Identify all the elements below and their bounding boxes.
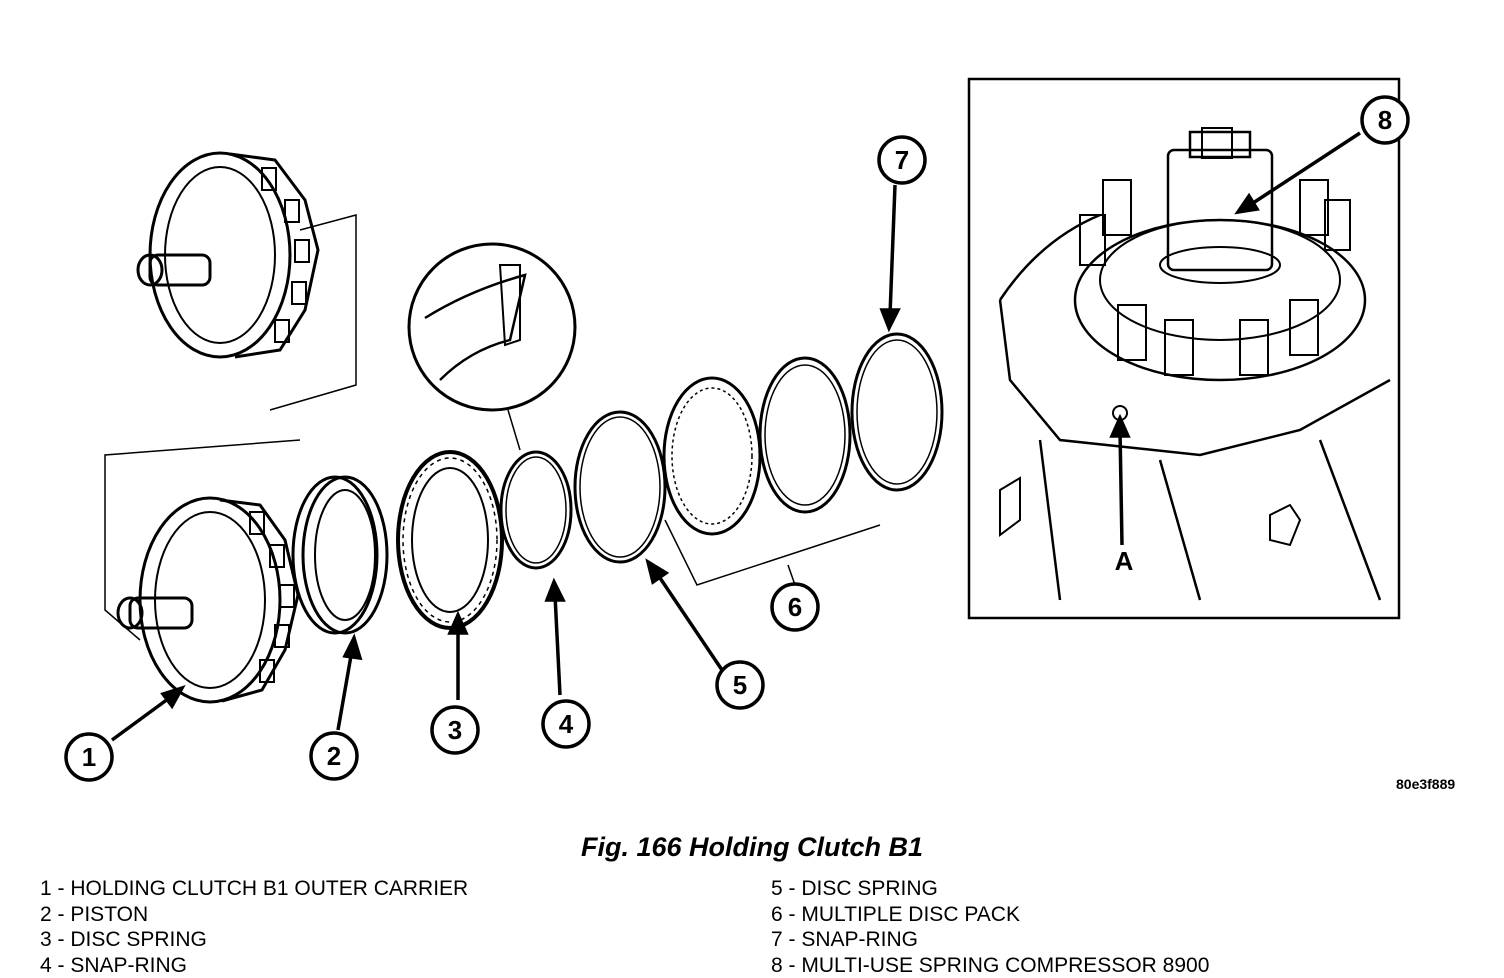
piston bbox=[293, 477, 387, 633]
multiple-disc-pack bbox=[664, 358, 850, 534]
callout-6: 6 bbox=[772, 584, 818, 630]
callout-3: 3 bbox=[432, 707, 478, 753]
snap-ring-4 bbox=[501, 452, 571, 568]
legend-item-8: 8 - MULTI-USE SPRING COMPRESSOR 8900 bbox=[771, 953, 1209, 978]
legend-right-column: 5 - DISC SPRING 6 - MULTIPLE DISC PACK 7… bbox=[771, 876, 1209, 978]
svg-text:4: 4 bbox=[559, 709, 574, 739]
svg-text:6: 6 bbox=[788, 592, 802, 622]
callout-2: 2 bbox=[311, 733, 357, 779]
disc-pack-bracket-stem bbox=[788, 565, 795, 585]
callout-5: 5 bbox=[717, 662, 763, 708]
inset-assembly bbox=[1000, 128, 1390, 600]
detail-magnifier bbox=[409, 244, 575, 450]
legend-item-5: 5 - DISC SPRING bbox=[771, 876, 1209, 902]
callout-a: A bbox=[1115, 546, 1134, 576]
svg-text:8: 8 bbox=[1378, 105, 1392, 135]
svg-text:7: 7 bbox=[895, 145, 909, 175]
callout-4: 4 bbox=[543, 701, 589, 747]
legend-item-2: 2 - PISTON bbox=[40, 902, 468, 928]
legend-item-1: 1 - HOLDING CLUTCH B1 OUTER CARRIER bbox=[40, 876, 468, 902]
legend-left-column: 1 - HOLDING CLUTCH B1 OUTER CARRIER 2 - … bbox=[40, 876, 468, 978]
svg-text:5: 5 bbox=[733, 670, 747, 700]
snap-ring-7 bbox=[852, 334, 942, 490]
outer-carrier-bottom bbox=[118, 498, 298, 702]
svg-text:2: 2 bbox=[327, 741, 341, 771]
legend-item-3: 3 - DISC SPRING bbox=[40, 927, 468, 953]
callout-7: 7 bbox=[879, 137, 925, 183]
legend-item-4: 4 - SNAP-RING bbox=[40, 953, 468, 978]
callout-8: 8 bbox=[1362, 97, 1408, 143]
disc-spring-5 bbox=[575, 412, 665, 562]
outer-carrier-top bbox=[138, 153, 318, 357]
legend-item-6: 6 - MULTIPLE DISC PACK bbox=[771, 902, 1209, 928]
exploded-view-diagram: 1 2 3 4 5 6 7 8 A bbox=[0, 0, 1504, 830]
disc-spring-3 bbox=[398, 452, 502, 628]
figure-id-code: 80e3f889 bbox=[1396, 776, 1455, 792]
figure-caption: Fig. 166 Holding Clutch B1 bbox=[0, 832, 1504, 863]
svg-text:3: 3 bbox=[448, 715, 462, 745]
svg-text:1: 1 bbox=[82, 742, 96, 772]
callout-1: 1 bbox=[66, 734, 112, 780]
legend-item-7: 7 - SNAP-RING bbox=[771, 927, 1209, 953]
